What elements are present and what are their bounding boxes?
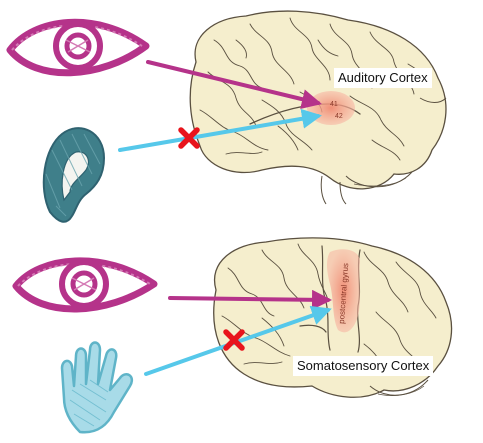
brain-top: 41 42	[190, 11, 446, 204]
ear-icon	[44, 128, 104, 222]
somatosensory-cortex-label: Somatosensory Cortex	[293, 356, 433, 376]
area-41-number: 41	[330, 101, 338, 108]
auditory-cortex-label: Auditory Cortex	[334, 68, 432, 88]
eye-icon	[10, 22, 146, 72]
area-42-number: 42	[335, 113, 343, 120]
auditory-cortex-highlight	[307, 91, 355, 125]
hand-icon	[62, 343, 132, 433]
visual-input-arrow	[170, 298, 328, 300]
eye-icon	[16, 261, 154, 309]
